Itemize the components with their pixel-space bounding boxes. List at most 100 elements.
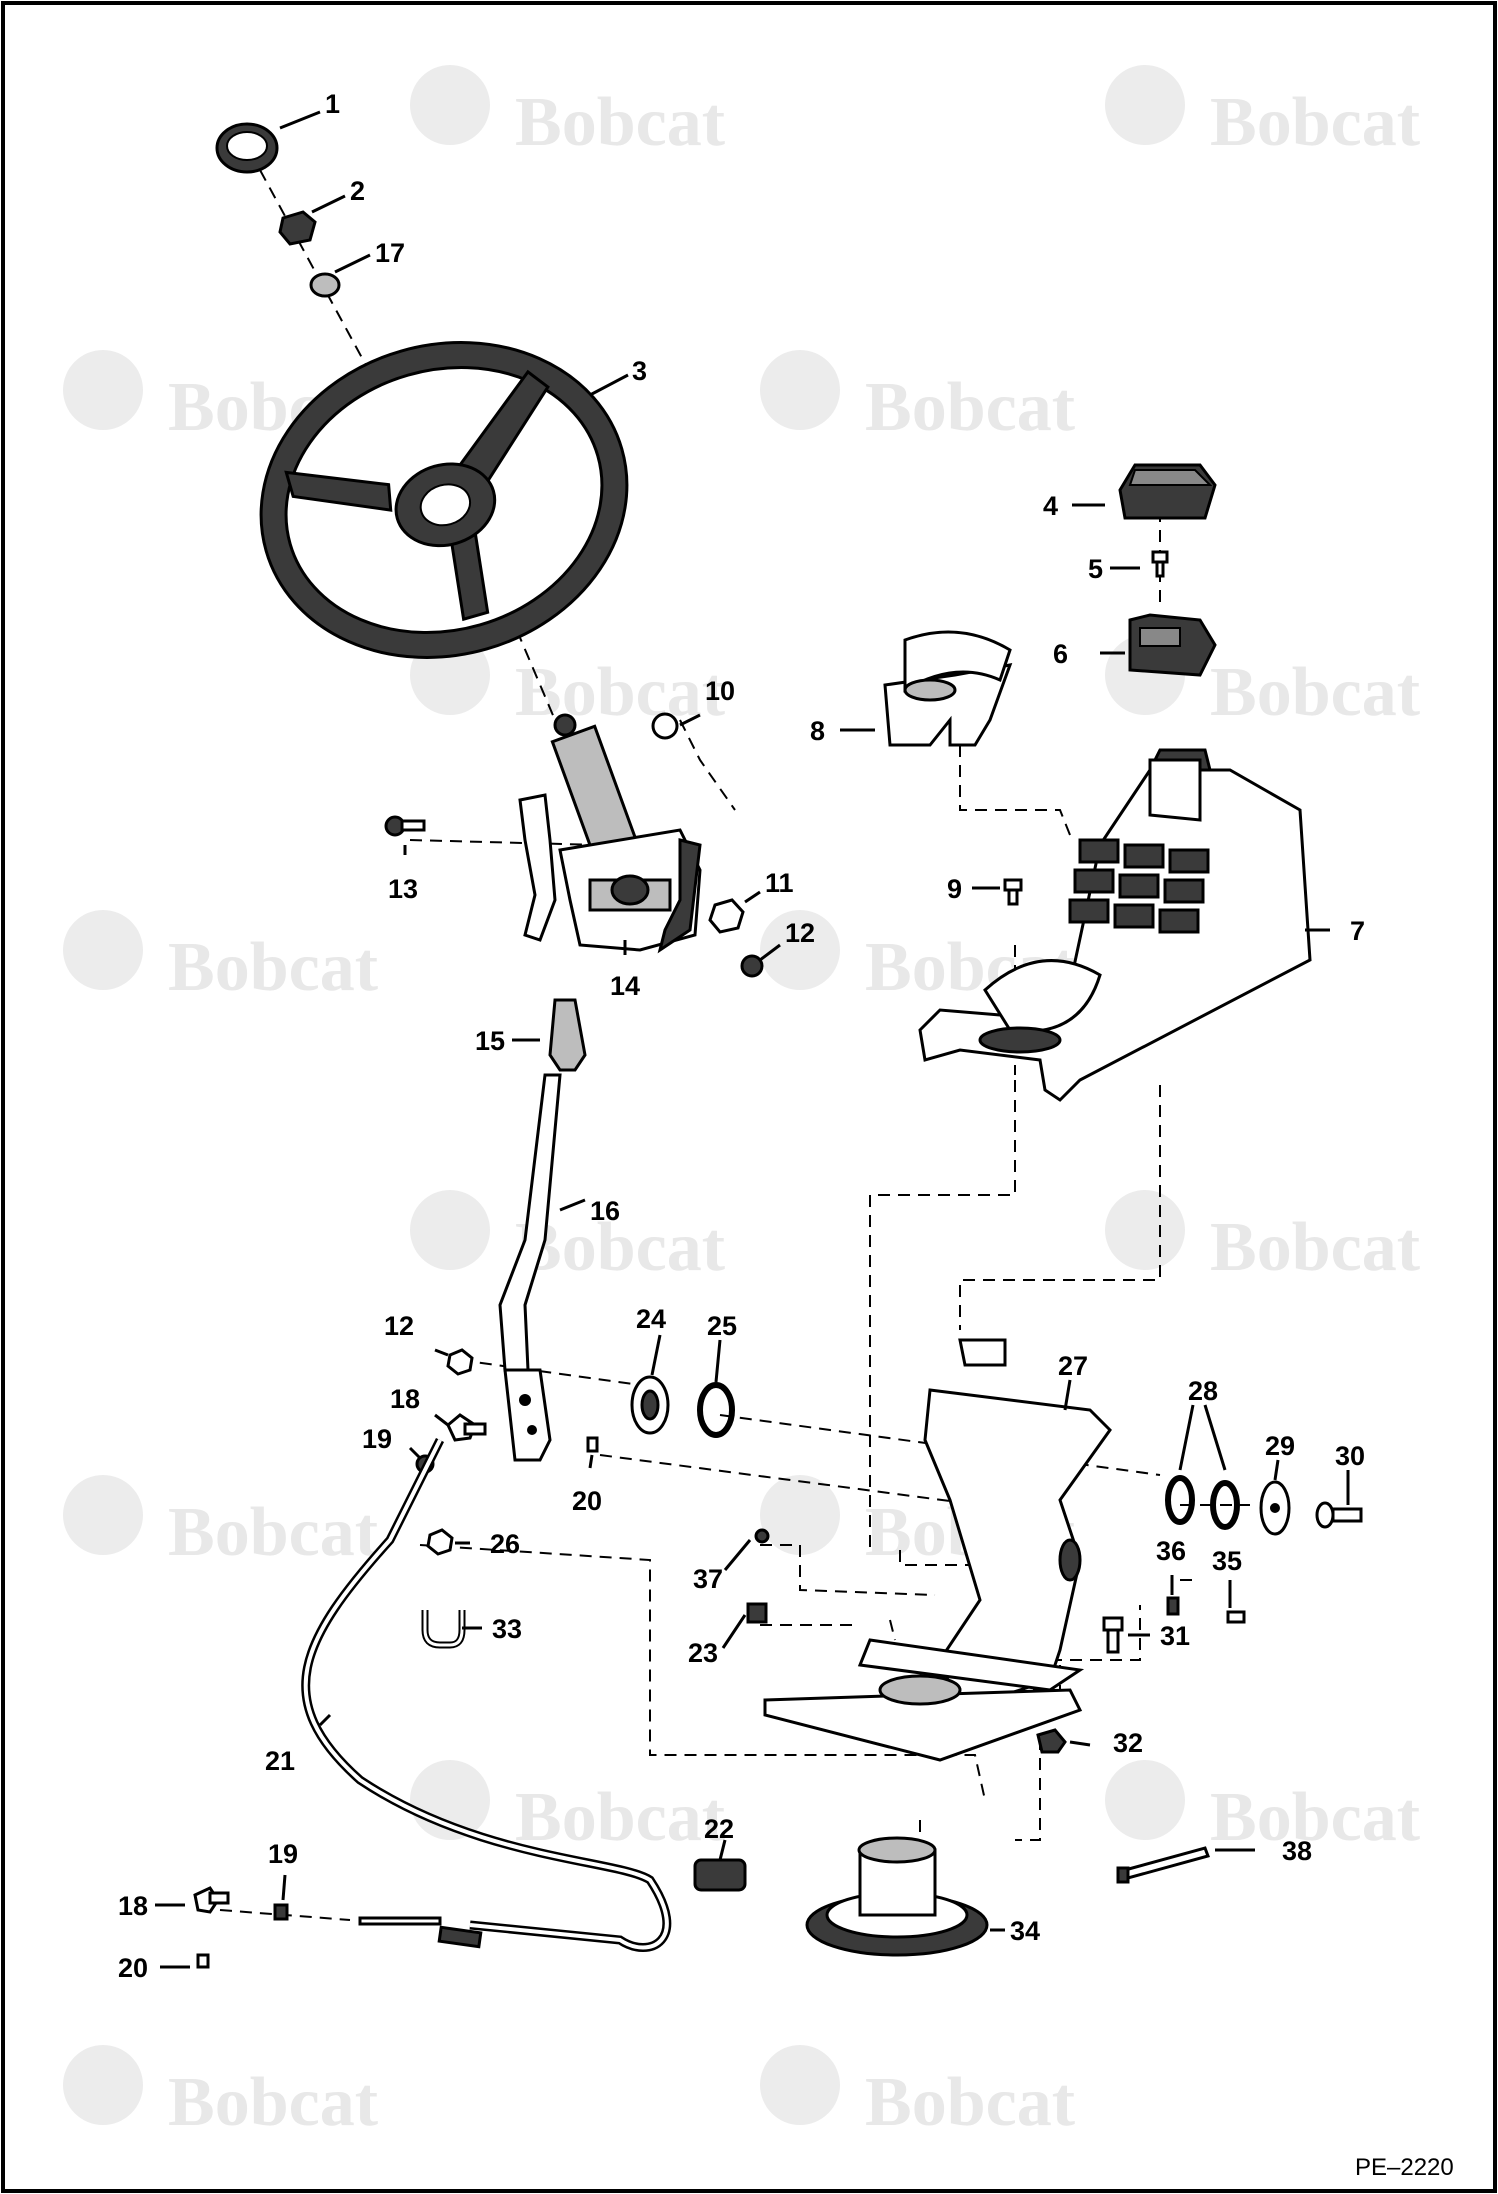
callout-8: 8: [810, 716, 825, 746]
callout-10: 10: [705, 676, 735, 706]
callout-14: 14: [610, 971, 640, 1001]
callout-1: 1: [325, 89, 340, 119]
part-26-nut: [426, 1528, 454, 1556]
part-30-bolt: [1315, 1501, 1363, 1529]
watermark-text: Bobcat: [168, 1494, 378, 1571]
callout-6: 6: [1053, 639, 1068, 669]
part-2-nut: [278, 210, 317, 246]
callout-5: 5: [1088, 554, 1103, 584]
callout-37: 37: [693, 1564, 723, 1594]
watermark-text: Bobcat: [865, 2064, 1075, 2141]
watermark-text: Bobcat: [1210, 1779, 1420, 1856]
watermark-text: Bobcat: [865, 369, 1075, 446]
watermark-text: Bobcat: [515, 1779, 725, 1856]
callout-11: 11: [765, 868, 794, 898]
part-12-nut-upper: [740, 954, 764, 978]
watermark-logo: Bobcat: [760, 350, 1075, 446]
part-14-steering-column: [518, 713, 702, 954]
callout-3: 3: [632, 356, 647, 386]
callout-22: 22: [704, 1814, 734, 1844]
part-4-cover: [1118, 463, 1217, 520]
callout-35: 35: [1212, 1546, 1242, 1576]
callout-29: 29: [1265, 1431, 1295, 1461]
callout-24: 24: [636, 1304, 666, 1334]
watermark-logo: Bobcat: [63, 1475, 378, 1571]
part-11-nut: [708, 898, 745, 934]
watermark-text: Bobcat: [168, 929, 378, 1006]
callout-31: 31: [1160, 1621, 1190, 1651]
watermark-text: Bobcat: [515, 1209, 725, 1286]
part-9-screw: [1003, 878, 1023, 906]
part-17-washer: [309, 272, 341, 298]
part-31-bolt: [1102, 1616, 1124, 1654]
callout-34: 34: [1010, 1916, 1040, 1946]
watermark-logo: Bobcat: [63, 2045, 378, 2141]
part-18-ball-joint-lower: [193, 1886, 230, 1914]
watermark-text: Bobcat: [1210, 84, 1420, 161]
callout-12: 12: [785, 918, 815, 948]
callout-4: 4: [1043, 491, 1058, 521]
part-12-nut-lower: [446, 1348, 474, 1376]
callout-18: 18: [118, 1891, 148, 1921]
part-13-bolt: [384, 815, 426, 837]
part-25-ring: [697, 1382, 735, 1438]
part-35-bolt: [1226, 1610, 1246, 1624]
watermark-logo: Bobcat: [410, 635, 725, 731]
callout-20: 20: [118, 1953, 148, 1983]
watermark-text: Bobcat: [1210, 1209, 1420, 1286]
part-24-bushing: [630, 1375, 670, 1435]
part-38-pin: [1116, 1846, 1210, 1884]
part-16-lever: [498, 1073, 562, 1462]
callout-21: 21: [265, 1746, 295, 1776]
part-10-ball: [651, 712, 679, 740]
callout-19: 19: [268, 1839, 298, 1869]
callout-2: 2: [350, 176, 365, 206]
watermark-logo: Bobcat: [1105, 1760, 1420, 1856]
part-37-clip: [754, 1528, 770, 1544]
part-20-bolt-lower: [196, 1953, 210, 1969]
part-15-knob: [548, 998, 587, 1072]
callout-13: 13: [388, 874, 418, 904]
part-28-rings: [1165, 1475, 1240, 1530]
callout-15: 15: [475, 1026, 505, 1056]
part-34-boot: [805, 1836, 989, 1957]
watermark-logo: Bobcat: [1105, 65, 1420, 161]
callout-38: 38: [1282, 1836, 1312, 1866]
part-21-cable: [301, 1437, 672, 1952]
drawing-reference: PE–2220: [1355, 2154, 1454, 2181]
callout-12: 12: [384, 1311, 414, 1341]
part-23-grommet: [746, 1602, 768, 1624]
callout-26: 26: [490, 1529, 520, 1559]
callout-30: 30: [1335, 1441, 1365, 1471]
watermark-text: Bobcat: [168, 2064, 378, 2141]
part-27-pedestal: [763, 1338, 1112, 1762]
callout-19: 19: [362, 1424, 392, 1454]
watermark-logo: Bobcat: [410, 1760, 725, 1856]
part-18-ball-joint-upper: [446, 1413, 487, 1442]
callout-17: 17: [375, 238, 405, 268]
part-7-console: [918, 748, 1312, 1102]
part-36-bolt: [1166, 1596, 1180, 1616]
callout-16: 16: [590, 1196, 620, 1226]
leader-lines: [155, 110, 1350, 1969]
callout-33: 33: [492, 1614, 522, 1644]
part-19-nut-lower: [273, 1903, 289, 1921]
watermark-logo: Bobcat: [760, 2045, 1075, 2141]
callout-32: 32: [1113, 1728, 1143, 1758]
watermark-text: Bobcat: [1210, 654, 1420, 731]
callout-27: 27: [1058, 1351, 1088, 1381]
callout-23: 23: [688, 1638, 718, 1668]
watermark-logo: Bobcat: [410, 1190, 725, 1286]
watermark-logo: Bobcat: [63, 910, 378, 1006]
part-22-pad: [693, 1858, 747, 1892]
callout-7: 7: [1350, 916, 1365, 946]
watermark-logo: Bobcat: [1105, 1190, 1420, 1286]
callout-25: 25: [707, 1311, 737, 1341]
part-3-steering-wheel: [259, 341, 629, 659]
part-32-nut: [1036, 1728, 1067, 1754]
watermark-text: Bobcat: [515, 654, 725, 731]
callout-18: 18: [390, 1384, 420, 1414]
callout-36: 36: [1156, 1536, 1186, 1566]
part-1-cap: [215, 122, 279, 174]
